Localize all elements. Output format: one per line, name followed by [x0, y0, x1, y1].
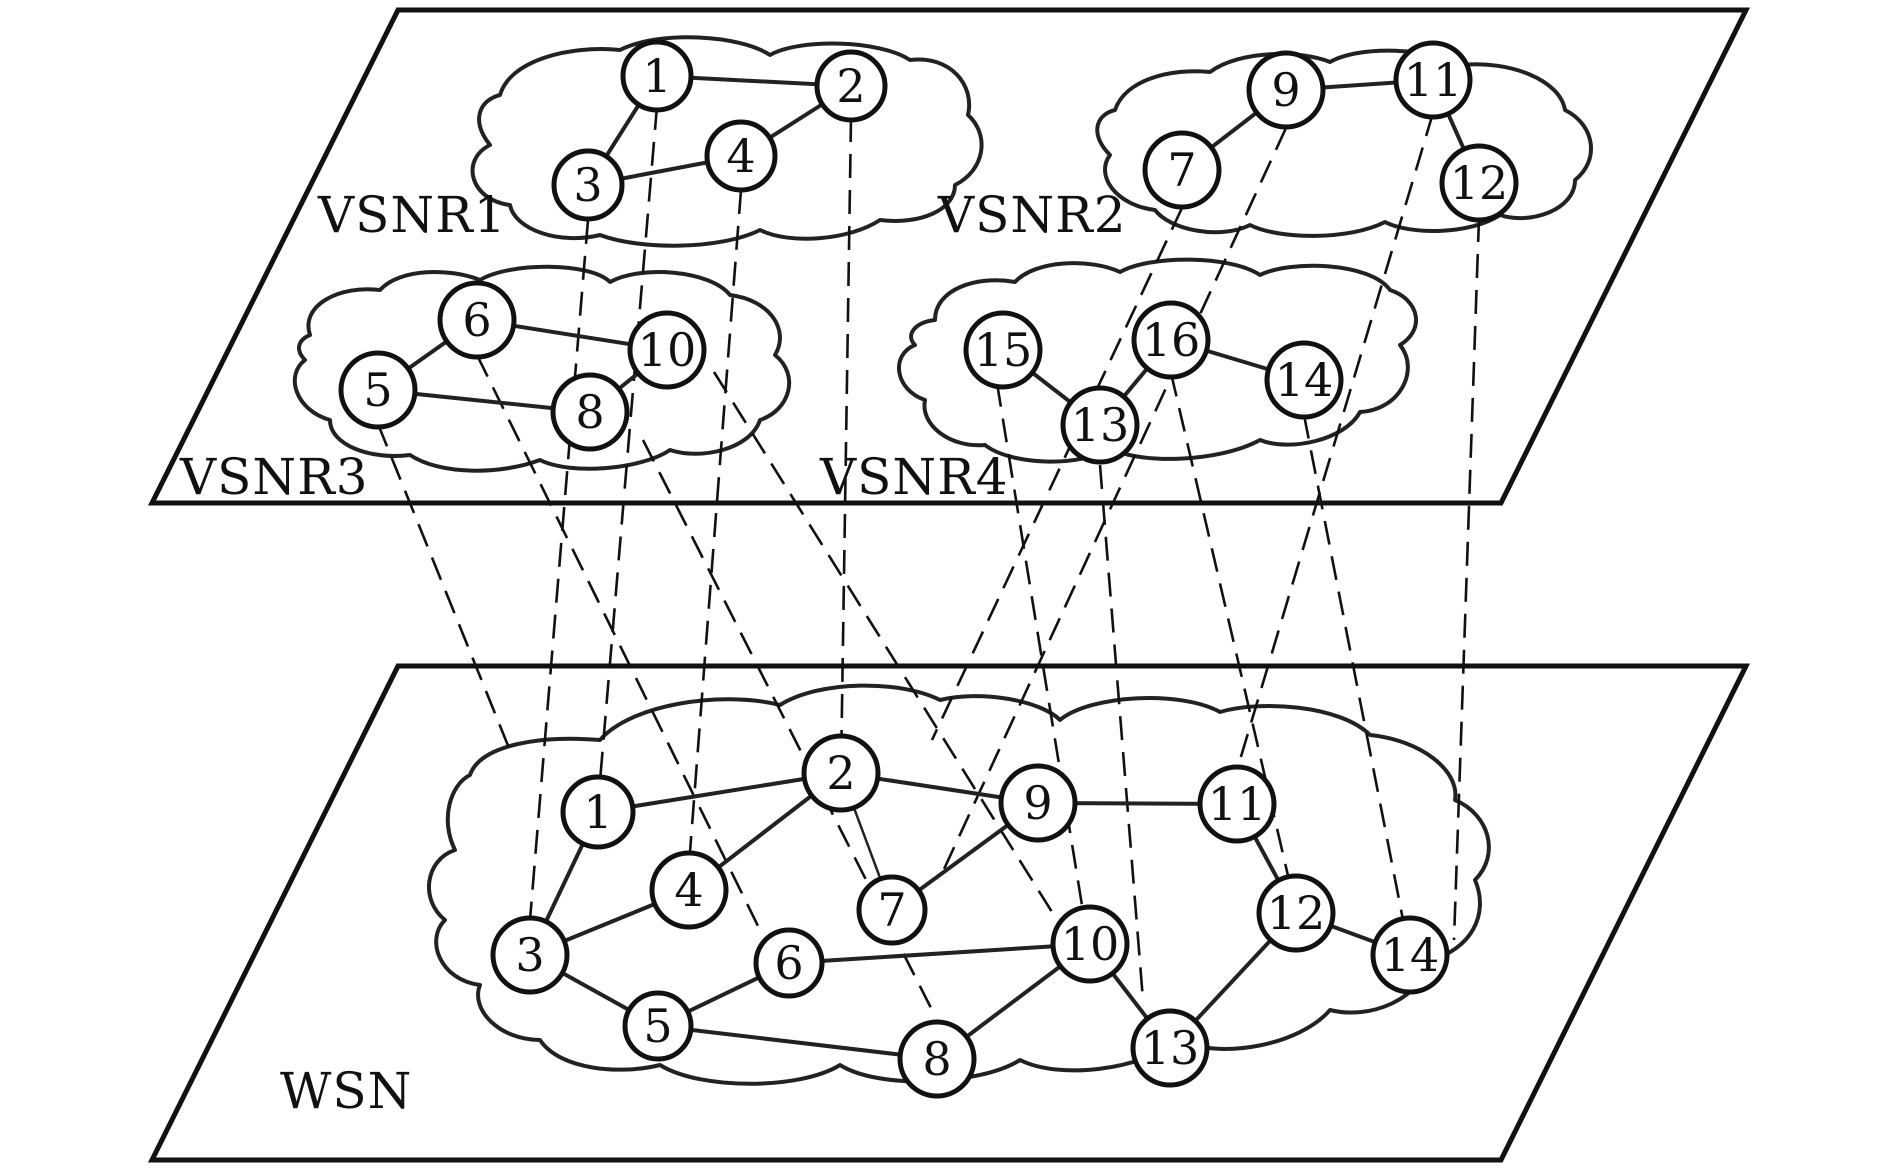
wsn-node-9: 9 — [998, 763, 1078, 843]
edge-p-5-8 — [657, 1024, 938, 1061]
vsnr1-label: VSNR1 — [317, 186, 507, 244]
vsnr4-node-16: 16 — [1131, 300, 1211, 380]
node-label: 11 — [1404, 53, 1463, 107]
map-vsnr2-node7 — [930, 207, 1184, 741]
node-label: 8 — [575, 385, 604, 439]
node-label: 3 — [573, 158, 602, 212]
map-vsnr3-node5 — [376, 423, 513, 754]
vsnr2-label: VSNR2 — [937, 186, 1127, 244]
vsnr3-label: VSNR3 — [179, 448, 369, 506]
wsn-node-3: 3 — [490, 915, 570, 995]
node-label: 11 — [1208, 777, 1267, 831]
vsnr3-node-6: 6 — [437, 280, 517, 360]
map-vsnr2-node9 — [937, 127, 1288, 881]
wsn-label: WSN — [280, 1062, 412, 1120]
map-vsnr4-node13 — [1098, 464, 1145, 1001]
edge-p-6-10 — [788, 942, 1091, 965]
node-label: 7 — [1167, 143, 1196, 197]
vsnr3-node-5: 5 — [338, 350, 418, 430]
vsnr3-node-8: 8 — [550, 372, 630, 452]
vsnr4-label: VSNR4 — [819, 448, 1009, 506]
node-label: 2 — [826, 746, 855, 800]
vsnr1-node-3: 3 — [551, 148, 625, 222]
vsnr3-node-10: 10 — [627, 310, 707, 390]
node-label: 5 — [363, 363, 392, 417]
wsn-node-1: 1 — [560, 774, 636, 850]
node-label: 14 — [1381, 928, 1440, 982]
wsn-node-13: 13 — [1130, 1008, 1210, 1088]
map-vsnr1-node2 — [839, 117, 853, 773]
node-label: 4 — [674, 863, 703, 917]
node-label: 9 — [1023, 776, 1052, 830]
wsn-node-12: 12 — [1256, 873, 1336, 953]
wsn-node-10: 10 — [1050, 904, 1130, 984]
vsnr1-node-2: 2 — [814, 49, 888, 123]
node-label: 3 — [515, 928, 544, 982]
map-vsnr2-node11 — [1235, 112, 1435, 771]
node-label: 12 — [1267, 886, 1326, 940]
vsnr2-node-7: 7 — [1142, 130, 1222, 210]
wsn-node-11: 11 — [1197, 764, 1277, 844]
node-label: 1 — [642, 49, 671, 103]
node-label: 10 — [638, 323, 697, 377]
node-label: 16 — [1142, 313, 1201, 367]
map-vsnr1-node1 — [596, 105, 659, 806]
node-label: 6 — [774, 936, 803, 990]
vsnr4-node-13: 13 — [1060, 385, 1140, 465]
node-label: 8 — [922, 1032, 951, 1086]
vsnr4-node-14: 14 — [1264, 340, 1344, 420]
node-label: 12 — [1450, 156, 1509, 210]
node-label: 5 — [643, 999, 672, 1053]
node-label: 1 — [583, 785, 612, 839]
wsn-node-7: 7 — [856, 874, 928, 946]
wsn-node-14: 14 — [1370, 915, 1450, 995]
node-label: 4 — [726, 129, 755, 183]
wsn-node-8: 8 — [897, 1019, 977, 1099]
edge-p-1-2 — [597, 771, 842, 814]
node-label: 7 — [877, 883, 906, 937]
vsnr1-node-4: 4 — [704, 119, 778, 193]
map-vsnr1-node4 — [687, 189, 743, 866]
map-vsnr2-node12 — [1452, 217, 1481, 941]
vsnr2-node-11: 11 — [1393, 40, 1473, 120]
node-label: 14 — [1275, 353, 1334, 407]
vsnr2-node-9: 9 — [1246, 50, 1326, 130]
wsn-node-2: 2 — [801, 733, 881, 813]
node-label: 15 — [974, 323, 1033, 377]
map-vsnr4-node15 — [995, 382, 1088, 931]
map-vsnr4-node14 — [1302, 414, 1407, 931]
wsn-node-4: 4 — [649, 850, 729, 930]
wsn-node-5: 5 — [622, 990, 694, 1062]
vsnr4-node-15: 15 — [963, 310, 1043, 390]
node-label: 9 — [1271, 63, 1300, 117]
node-label: 10 — [1061, 917, 1120, 971]
vsnr1-node-1: 1 — [620, 39, 694, 113]
node-label: 13 — [1141, 1021, 1200, 1075]
node-label: 6 — [462, 293, 491, 347]
wsn-node-6: 6 — [753, 927, 825, 999]
node-label: 13 — [1071, 398, 1130, 452]
vsnr2-node-12: 12 — [1439, 143, 1519, 223]
node-label: 2 — [836, 59, 865, 113]
